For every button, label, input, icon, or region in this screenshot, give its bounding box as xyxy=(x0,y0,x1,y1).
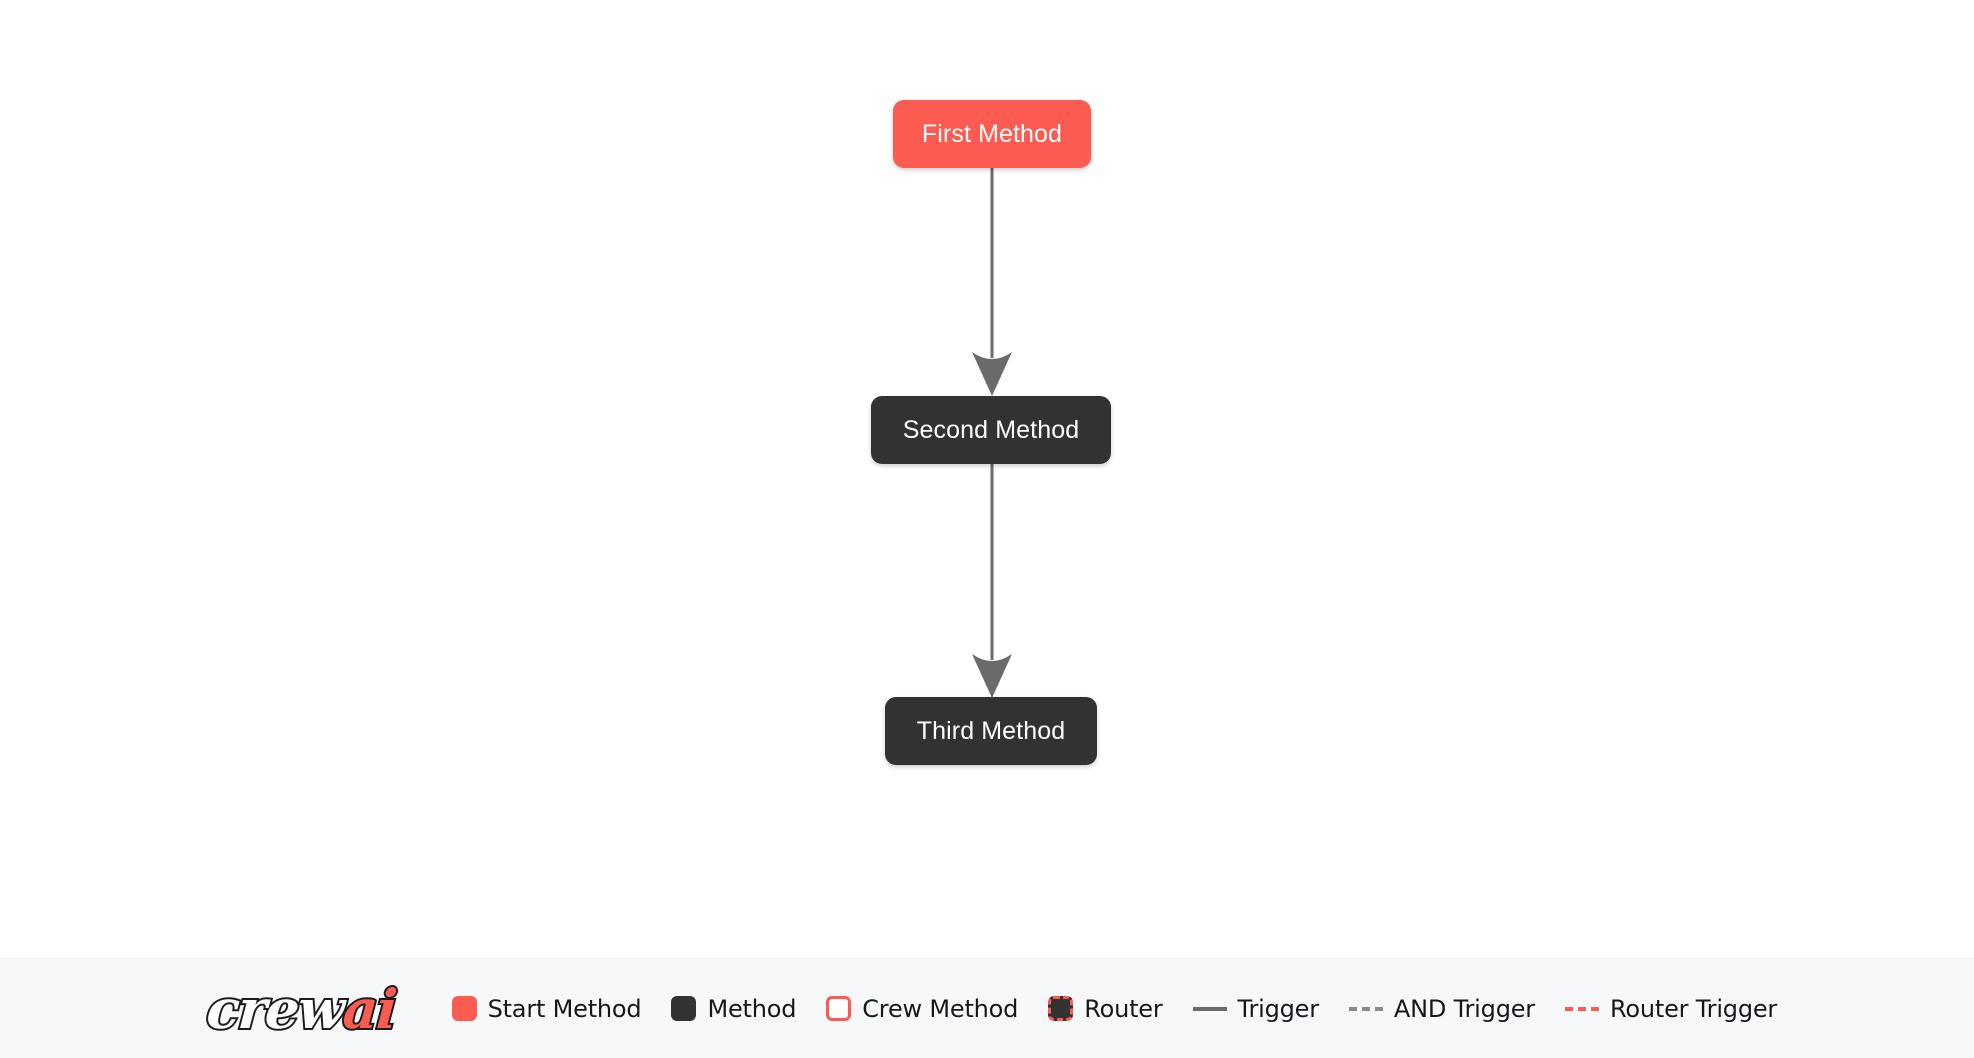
legend-item-label: Crew Method xyxy=(862,994,1019,1023)
legend-item-crew-method: Crew Method xyxy=(826,995,1018,1023)
legend-item-trigger: Trigger xyxy=(1192,994,1320,1023)
legend-item-label: AND Trigger xyxy=(1393,994,1535,1023)
and-trigger-line-icon xyxy=(1348,1006,1383,1011)
flow-canvas[interactable]: First Method Second Method Third Method xyxy=(0,0,1974,958)
router-trigger-line-icon xyxy=(1564,1006,1599,1011)
legend-item-and-trigger: AND Trigger xyxy=(1348,994,1535,1023)
flow-node-second-method[interactable]: Second Method xyxy=(871,396,1111,464)
legend-item-method: Method xyxy=(671,995,796,1023)
legend-item-label: Trigger xyxy=(1237,994,1320,1023)
legend-item-label: Router Trigger xyxy=(1609,994,1778,1023)
edge-first-to-second xyxy=(972,168,1012,396)
edge-second-to-third xyxy=(972,464,1012,698)
legend-item-label: Method xyxy=(707,994,797,1023)
flow-node-third-method[interactable]: Third Method xyxy=(885,697,1097,765)
router-swatch-icon xyxy=(1048,996,1074,1021)
method-swatch-icon xyxy=(671,996,697,1021)
crewai-logo-ai-text: ai xyxy=(339,975,400,1043)
trigger-line-icon xyxy=(1192,1006,1227,1011)
flow-node-label: Third Method xyxy=(916,716,1066,745)
legend-item-label: Start Method xyxy=(487,994,642,1023)
legend-item-router: Router xyxy=(1048,994,1163,1023)
flow-node-label: First Method xyxy=(921,119,1063,148)
crewai-logo-crew-text: crew xyxy=(203,975,348,1043)
legend-item-start-method: Start Method xyxy=(451,994,642,1023)
legend-item-label: Router xyxy=(1084,994,1163,1023)
flow-node-label: Second Method xyxy=(902,415,1080,444)
crew-method-swatch-icon xyxy=(826,996,852,1021)
legend-item-router-trigger: Router Trigger xyxy=(1564,994,1778,1023)
start-method-swatch-icon xyxy=(451,996,477,1021)
flow-node-first-method[interactable]: First Method xyxy=(893,100,1091,168)
